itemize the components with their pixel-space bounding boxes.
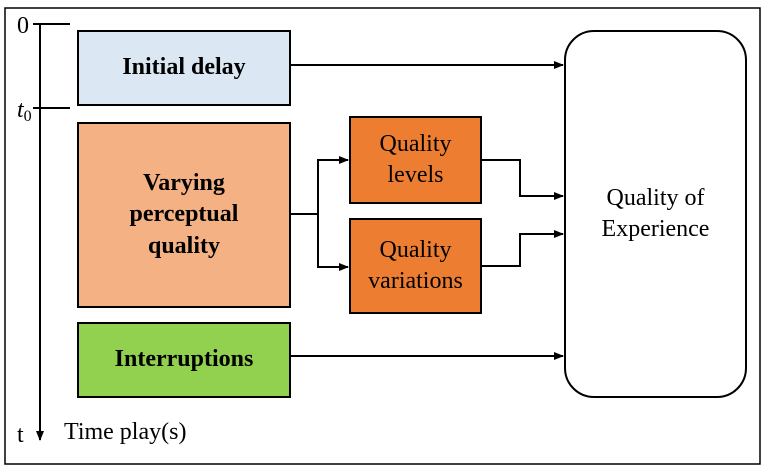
axis-t-label: t — [17, 422, 24, 448]
axis-t0-main: t — [17, 97, 24, 123]
quality-variations-box: Quality variations — [349, 218, 482, 314]
initial-delay-box: Initial delay — [77, 30, 291, 106]
interruptions-label: Interruptions — [114, 346, 254, 373]
arrow-variations-to-qoe — [481, 230, 564, 267]
axis-t0-label: t0 — [17, 98, 32, 125]
quality-levels-box: Quality levels — [349, 116, 482, 204]
axis-zero-label: 0 — [17, 13, 29, 39]
varying-quality-label: Varying perceptual quality — [129, 170, 239, 259]
axis-time-label: Time play(s) — [64, 419, 187, 445]
axis-t0-subscript: 0 — [23, 108, 32, 125]
initial-delay-label: Initial delay — [122, 54, 246, 81]
qoe-box: Quality of Experience — [564, 30, 747, 398]
quality-variations-label: Quality variations — [368, 236, 463, 294]
arrow-to-quality-levels — [317, 156, 349, 214]
qoe-label: Quality of Experience — [601, 184, 710, 242]
outer-frame — [4, 7, 761, 465]
arrow-levels-to-qoe — [481, 159, 564, 200]
quality-levels-label: Quality levels — [379, 130, 452, 188]
varying-quality-box: Varying perceptual quality — [77, 122, 291, 308]
interruptions-box: Interruptions — [77, 322, 291, 398]
arrow-to-quality-variations — [317, 214, 349, 271]
